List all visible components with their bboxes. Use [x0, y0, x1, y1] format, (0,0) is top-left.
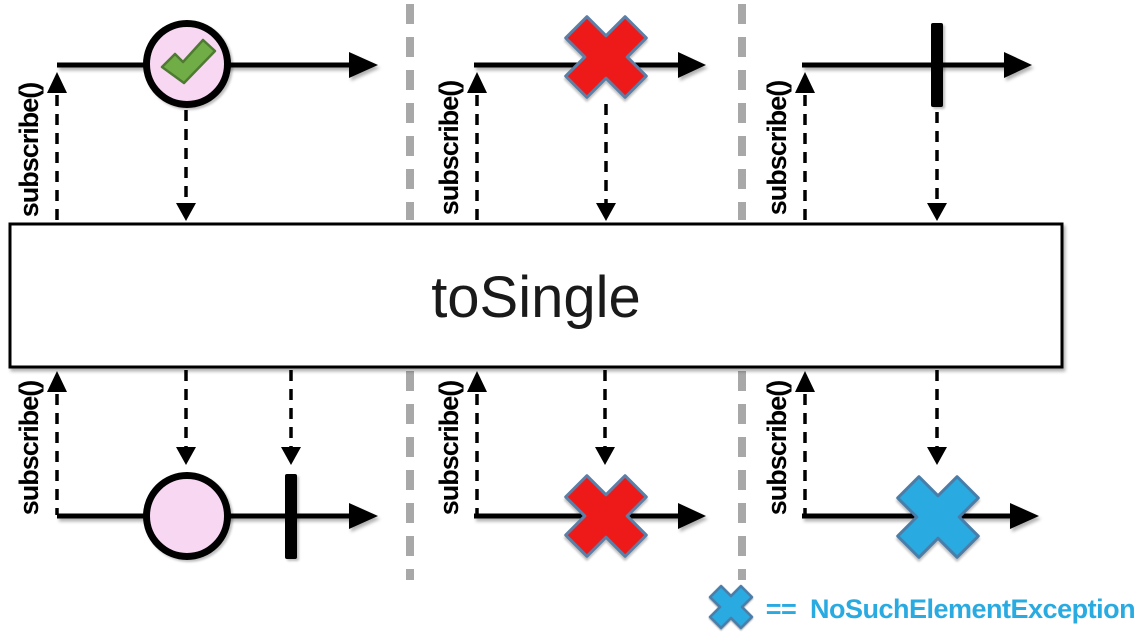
operator-box: toSingle	[8, 222, 1064, 369]
subscribe-up-arrowhead-icon	[795, 371, 815, 392]
result-timeline-left: subscribe()	[14, 370, 378, 560]
no-such-element-error-x-marker	[896, 475, 980, 559]
source-timeline-left: subscribe()	[14, 20, 378, 222]
subscribe-up-arrowhead-icon	[467, 371, 487, 392]
operator-label: toSingle	[431, 265, 641, 330]
emission-arrowhead-icon	[927, 447, 947, 465]
panel-dividers	[406, 4, 746, 580]
value-marble	[143, 472, 231, 560]
emission-arrowhead-icon	[596, 203, 616, 221]
result-timeline-right: subscribe()	[762, 370, 1039, 559]
legend-exception-label: NoSuchElementException	[810, 594, 1135, 624]
check-icon	[160, 38, 217, 85]
emission-arrowhead-icon	[595, 447, 615, 465]
source-timeline-middle: subscribe()	[434, 15, 706, 222]
complete-bar-marker	[285, 474, 297, 559]
emission-arrowhead-icon	[281, 447, 301, 465]
subscribe-label: subscribe()	[14, 381, 44, 516]
legend-equals: ==	[766, 594, 797, 624]
subscribe-label: subscribe()	[762, 381, 792, 516]
subscribe-up-arrowhead-icon	[47, 371, 67, 392]
timeline-arrowhead-icon	[678, 52, 706, 78]
timeline-arrowhead-icon	[349, 52, 378, 78]
checked-value-marble	[143, 20, 231, 108]
emission-arrowhead-icon	[176, 447, 196, 465]
subscribe-up-arrowhead-icon	[47, 72, 67, 93]
subscribe-label: subscribe()	[762, 81, 792, 216]
subscribe-up-arrowhead-icon	[467, 72, 487, 93]
legend-x-icon	[708, 584, 754, 630]
emission-arrowhead-icon	[176, 203, 196, 221]
legend: == NoSuchElementException	[708, 584, 1136, 630]
complete-bar-marker	[931, 23, 943, 107]
emission-arrowhead-icon	[927, 203, 947, 221]
timeline-arrowhead-icon	[678, 503, 706, 529]
subscribe-label: subscribe()	[434, 381, 464, 516]
timeline-arrowhead-icon	[349, 503, 378, 529]
timeline-arrowhead-icon	[1004, 52, 1032, 78]
subscribe-label: subscribe()	[14, 83, 44, 218]
source-timeline-right: subscribe()	[762, 23, 1032, 222]
subscribe-label: subscribe()	[434, 81, 464, 216]
timeline-arrowhead-icon	[1010, 503, 1039, 529]
error-x-marker	[564, 474, 648, 558]
error-x-marker	[564, 15, 648, 99]
subscribe-up-arrowhead-icon	[795, 72, 815, 93]
result-timeline-middle: subscribe()	[434, 370, 706, 558]
